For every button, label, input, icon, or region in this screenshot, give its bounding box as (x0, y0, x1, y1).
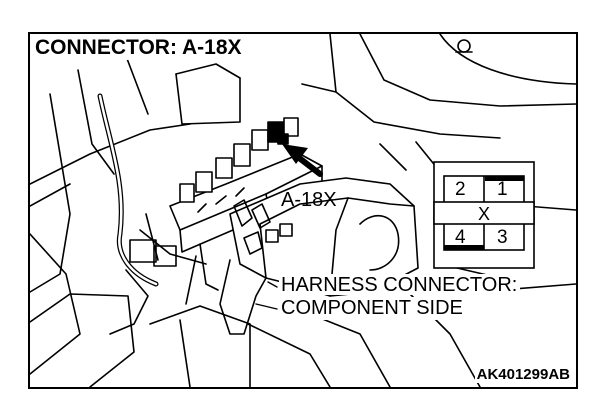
engine-bay-illustration (30, 34, 576, 387)
connector-callout-label: A-18X (281, 189, 337, 211)
leader-lines (255, 281, 278, 310)
pin-label-3: 3 (497, 227, 508, 248)
pin-label-2: 2 (455, 179, 466, 200)
diagram-frame: CONNECTOR: A-18X A-18X HARNESS CONNECTOR… (28, 32, 578, 389)
harness-label-line-1: HARNESS CONNECTOR: (279, 274, 521, 295)
connector-face-inset (433, 161, 535, 269)
harness-label-line-2: COMPONENT SIDE (279, 297, 466, 320)
bolt (455, 39, 473, 53)
figure-code: AK401299AB (474, 366, 572, 383)
arrow-icon (282, 144, 323, 177)
lower-left-panels (30, 233, 251, 387)
connector-title: CONNECTOR: A-18X (32, 36, 246, 60)
body-panel-lines (30, 55, 241, 293)
wiring-harness-left (97, 93, 207, 335)
pin-label-1: 1 (497, 179, 508, 200)
pin-label-4: 4 (455, 227, 466, 248)
center-mark: X (478, 204, 491, 224)
